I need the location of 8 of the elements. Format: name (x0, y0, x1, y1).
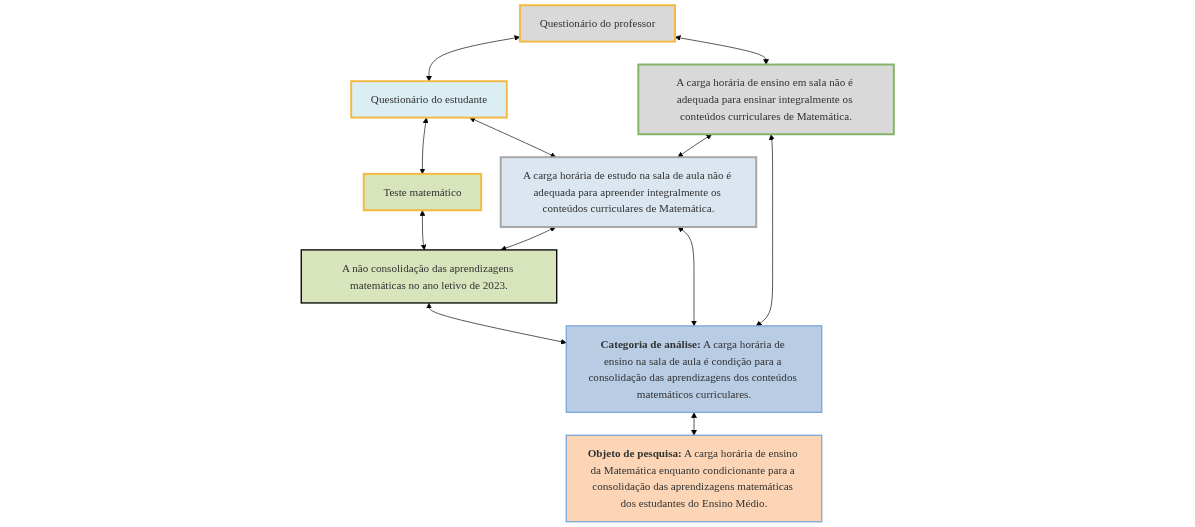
node-box: A carga horária de ensino em sala não é adequada para ensinar integralmente os conteúdos curriculares de Matemática. (637, 63, 895, 136)
node-box: A não consolidação das aprendizagens matemáticas no ano letivo de 2023. (300, 249, 558, 304)
node-box: Objeto de pesquisa: A carga horária de ensino da Matemática enquanto condicionante para a consolidação das aprendizagens matemáticas dos estudantes do Ensino Médio. (565, 434, 823, 523)
node-box: Questionário do professor (519, 4, 676, 43)
node-box: A carga horária de estudo na sala de aula não é adequada para apreender integralmente os conteúdos curriculares de Matemática. (499, 156, 758, 228)
node-box: Categoria de análise: A carga horária de ensino na sala de aula é condição para a consolidação das aprendizagens dos conteúdos matemáticos curriculares. (565, 325, 823, 413)
node-box: Questionário do estudante (350, 80, 508, 119)
node-box: Teste matemático (362, 172, 483, 212)
